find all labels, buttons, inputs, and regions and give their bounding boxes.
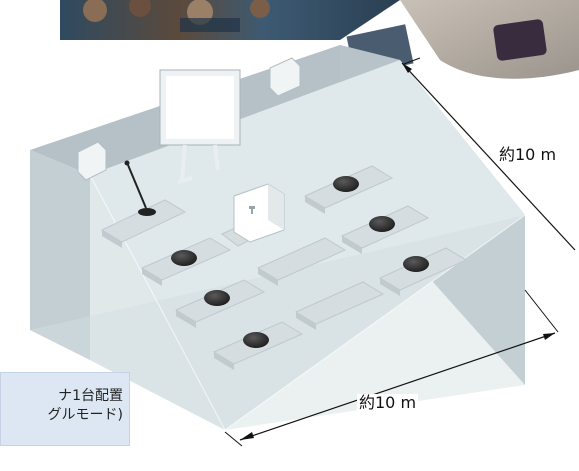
- width-dimension-label: 約10 m: [497, 145, 559, 164]
- puck: [204, 290, 230, 306]
- audience-photo: [60, 0, 579, 79]
- depth-dimension-label: 約10 m: [357, 393, 419, 412]
- speaker-right: [269, 57, 301, 97]
- dimension-arrow-right: [401, 57, 576, 251]
- puck: [403, 256, 429, 272]
- dimension-arrow-bottom: [224, 289, 559, 447]
- microphone-icon: [124, 160, 156, 216]
- conference-pucks: [171, 176, 429, 348]
- desk: [256, 237, 347, 281]
- desk: [294, 281, 385, 325]
- puck: [333, 176, 359, 192]
- puck: [369, 216, 395, 232]
- puck: [243, 332, 269, 348]
- puck: [171, 250, 197, 266]
- note-box: ナ1台配置 グルモード): [0, 372, 130, 446]
- speaker-left: [77, 141, 107, 181]
- note-line-2: グルモード): [47, 407, 123, 423]
- display-screen: [159, 69, 241, 184]
- note-line-1: ナ1台配置: [58, 388, 123, 404]
- access-point-icon: [233, 183, 285, 243]
